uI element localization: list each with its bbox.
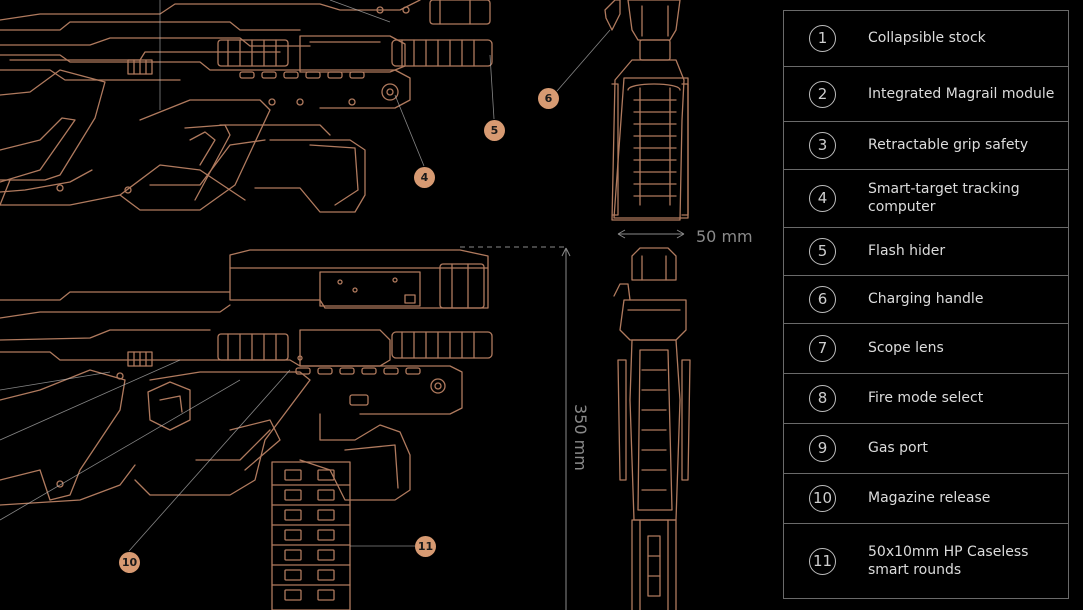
- callout-4[interactable]: 4: [414, 167, 435, 188]
- legend-row-1: 1 Collapsible stock: [784, 11, 1068, 66]
- legend-row-8: 8 Fire mode select: [784, 373, 1068, 423]
- legend-number-badge: 11: [809, 548, 836, 575]
- legend-row-7: 7 Scope lens: [784, 323, 1068, 373]
- legend-number-badge: 4: [809, 185, 836, 212]
- legend-row-5: 5 Flash hider: [784, 227, 1068, 275]
- legend-label: Flash hider: [868, 243, 946, 259]
- legend-number-badge: 2: [809, 81, 836, 108]
- legend-label: Gas port: [868, 440, 928, 456]
- legend-number-badge: 7: [809, 335, 836, 362]
- legend-number-badge: 5: [809, 238, 836, 265]
- dimension-lines: [460, 229, 685, 610]
- callout-5[interactable]: 5: [484, 120, 505, 141]
- legend-row-6: 6 Charging handle: [784, 275, 1068, 323]
- legend-row-11: 11 50x10mm HP Caseless smart rounds: [784, 523, 1068, 600]
- parts-legend: 1 Collapsible stock 2 Integrated Magrail…: [783, 10, 1069, 599]
- legend-label: Collapsible stock: [868, 30, 986, 46]
- callout-6[interactable]: 6: [538, 88, 559, 109]
- legend-label: Smart-target tracking computer: [868, 181, 1020, 215]
- front-view-top: [604, 0, 689, 221]
- side-view-bottom: [0, 249, 493, 610]
- legend-number-badge: 3: [809, 132, 836, 159]
- legend-label: Magazine release: [868, 490, 991, 506]
- callout-11[interactable]: 11: [415, 536, 436, 557]
- legend-row-3: 3 Retractable grip safety: [784, 121, 1068, 169]
- legend-label: Charging handle: [868, 291, 984, 307]
- leader-lines: [0, 0, 611, 552]
- legend-label: Fire mode select: [868, 390, 984, 406]
- legend-row-9: 9 Gas port: [784, 423, 1068, 473]
- legend-row-4: 4 Smart-target tracking computer: [784, 169, 1068, 227]
- front-view-bottom: [613, 247, 691, 610]
- legend-number-badge: 8: [809, 385, 836, 412]
- legend-row-2: 2 Integrated Magrail module: [784, 66, 1068, 121]
- width-dimension-label: 50 mm: [696, 227, 753, 246]
- legend-label: Retractable grip safety: [868, 137, 1029, 153]
- height-dimension-label: 350 mm: [571, 404, 590, 471]
- legend-row-10: 10 Magazine release: [784, 473, 1068, 523]
- legend-label: Integrated Magrail module: [868, 86, 1055, 102]
- callout-10[interactable]: 10: [119, 552, 140, 573]
- legend-number-badge: 10: [809, 485, 836, 512]
- legend-label: 50x10mm HP Caseless smart rounds: [868, 544, 1029, 578]
- side-view-top: [0, 0, 493, 213]
- legend-number-badge: 1: [809, 25, 836, 52]
- legend-number-badge: 9: [809, 435, 836, 462]
- legend-number-badge: 6: [809, 286, 836, 313]
- legend-label: Scope lens: [868, 340, 944, 356]
